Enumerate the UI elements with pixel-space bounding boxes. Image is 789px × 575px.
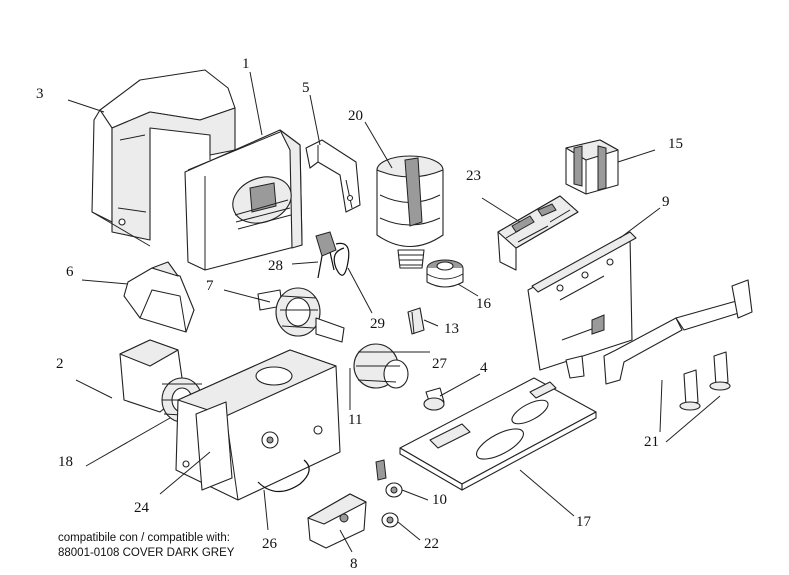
- spring-clip-drawing: [333, 242, 350, 276]
- callout-26: 26: [262, 536, 278, 552]
- callout-numbers: 3 1 5 20 15 23 9 6 28 7 29 16 13 27 2 4 …: [36, 56, 683, 572]
- callout-7: 7: [206, 278, 214, 294]
- callout-28: 28: [268, 258, 283, 274]
- callout-27: 27: [432, 356, 448, 372]
- callout-3: 3: [36, 86, 44, 102]
- callout-2: 2: [56, 356, 64, 372]
- callout-11: 11: [348, 412, 362, 428]
- compatibility-caption-line2: 88001-0108 COVER DARK GREY: [58, 547, 235, 559]
- compatibility-caption-line1: compatibile con / compatible with:: [58, 532, 230, 544]
- small-block-drawing: [407, 307, 425, 335]
- pulley-drawing: [426, 259, 464, 288]
- callout-4: 4: [480, 360, 488, 376]
- bracket-drawing: [305, 139, 361, 213]
- callout-9: 9: [662, 194, 670, 210]
- callout-24: 24: [134, 500, 150, 516]
- motor-drawing: [376, 155, 444, 269]
- callout-20: 20: [348, 108, 363, 124]
- ground-brackets-drawing: [603, 279, 753, 411]
- gear-drawing: [353, 343, 409, 389]
- gear-shaft-drawing: [257, 287, 345, 343]
- callout-29: 29: [370, 316, 385, 332]
- callout-1: 1: [242, 56, 250, 72]
- callout-5: 5: [302, 80, 310, 96]
- base-plate-drawing: [399, 377, 597, 491]
- gearbox-housing-drawing: [175, 349, 341, 501]
- cover-outer-drawing: [91, 69, 236, 247]
- mounting-plate-drawing: [527, 231, 637, 379]
- callout-8: 8: [350, 556, 358, 572]
- callout-16: 16: [476, 296, 492, 312]
- callout-17: 17: [576, 514, 592, 530]
- callout-6: 6: [66, 264, 74, 280]
- callout-13: 13: [444, 321, 459, 337]
- callout-15: 15: [668, 136, 683, 152]
- cover-piece-drawing: [123, 261, 195, 333]
- callout-10: 10: [432, 492, 447, 508]
- bushings-drawing: [375, 459, 403, 528]
- callout-23: 23: [466, 168, 481, 184]
- limit-switch-drawing: [315, 231, 337, 279]
- control-board-drawing: [497, 195, 579, 271]
- cover-front-drawing: [184, 129, 303, 271]
- end-cover-drawing: [307, 493, 367, 549]
- leader-lines: [67, 71, 721, 553]
- knob-drawing: [423, 387, 445, 411]
- callout-22: 22: [424, 536, 439, 552]
- transformer-drawing: [565, 139, 619, 195]
- callout-18: 18: [58, 454, 73, 470]
- callout-21: 21: [644, 434, 659, 450]
